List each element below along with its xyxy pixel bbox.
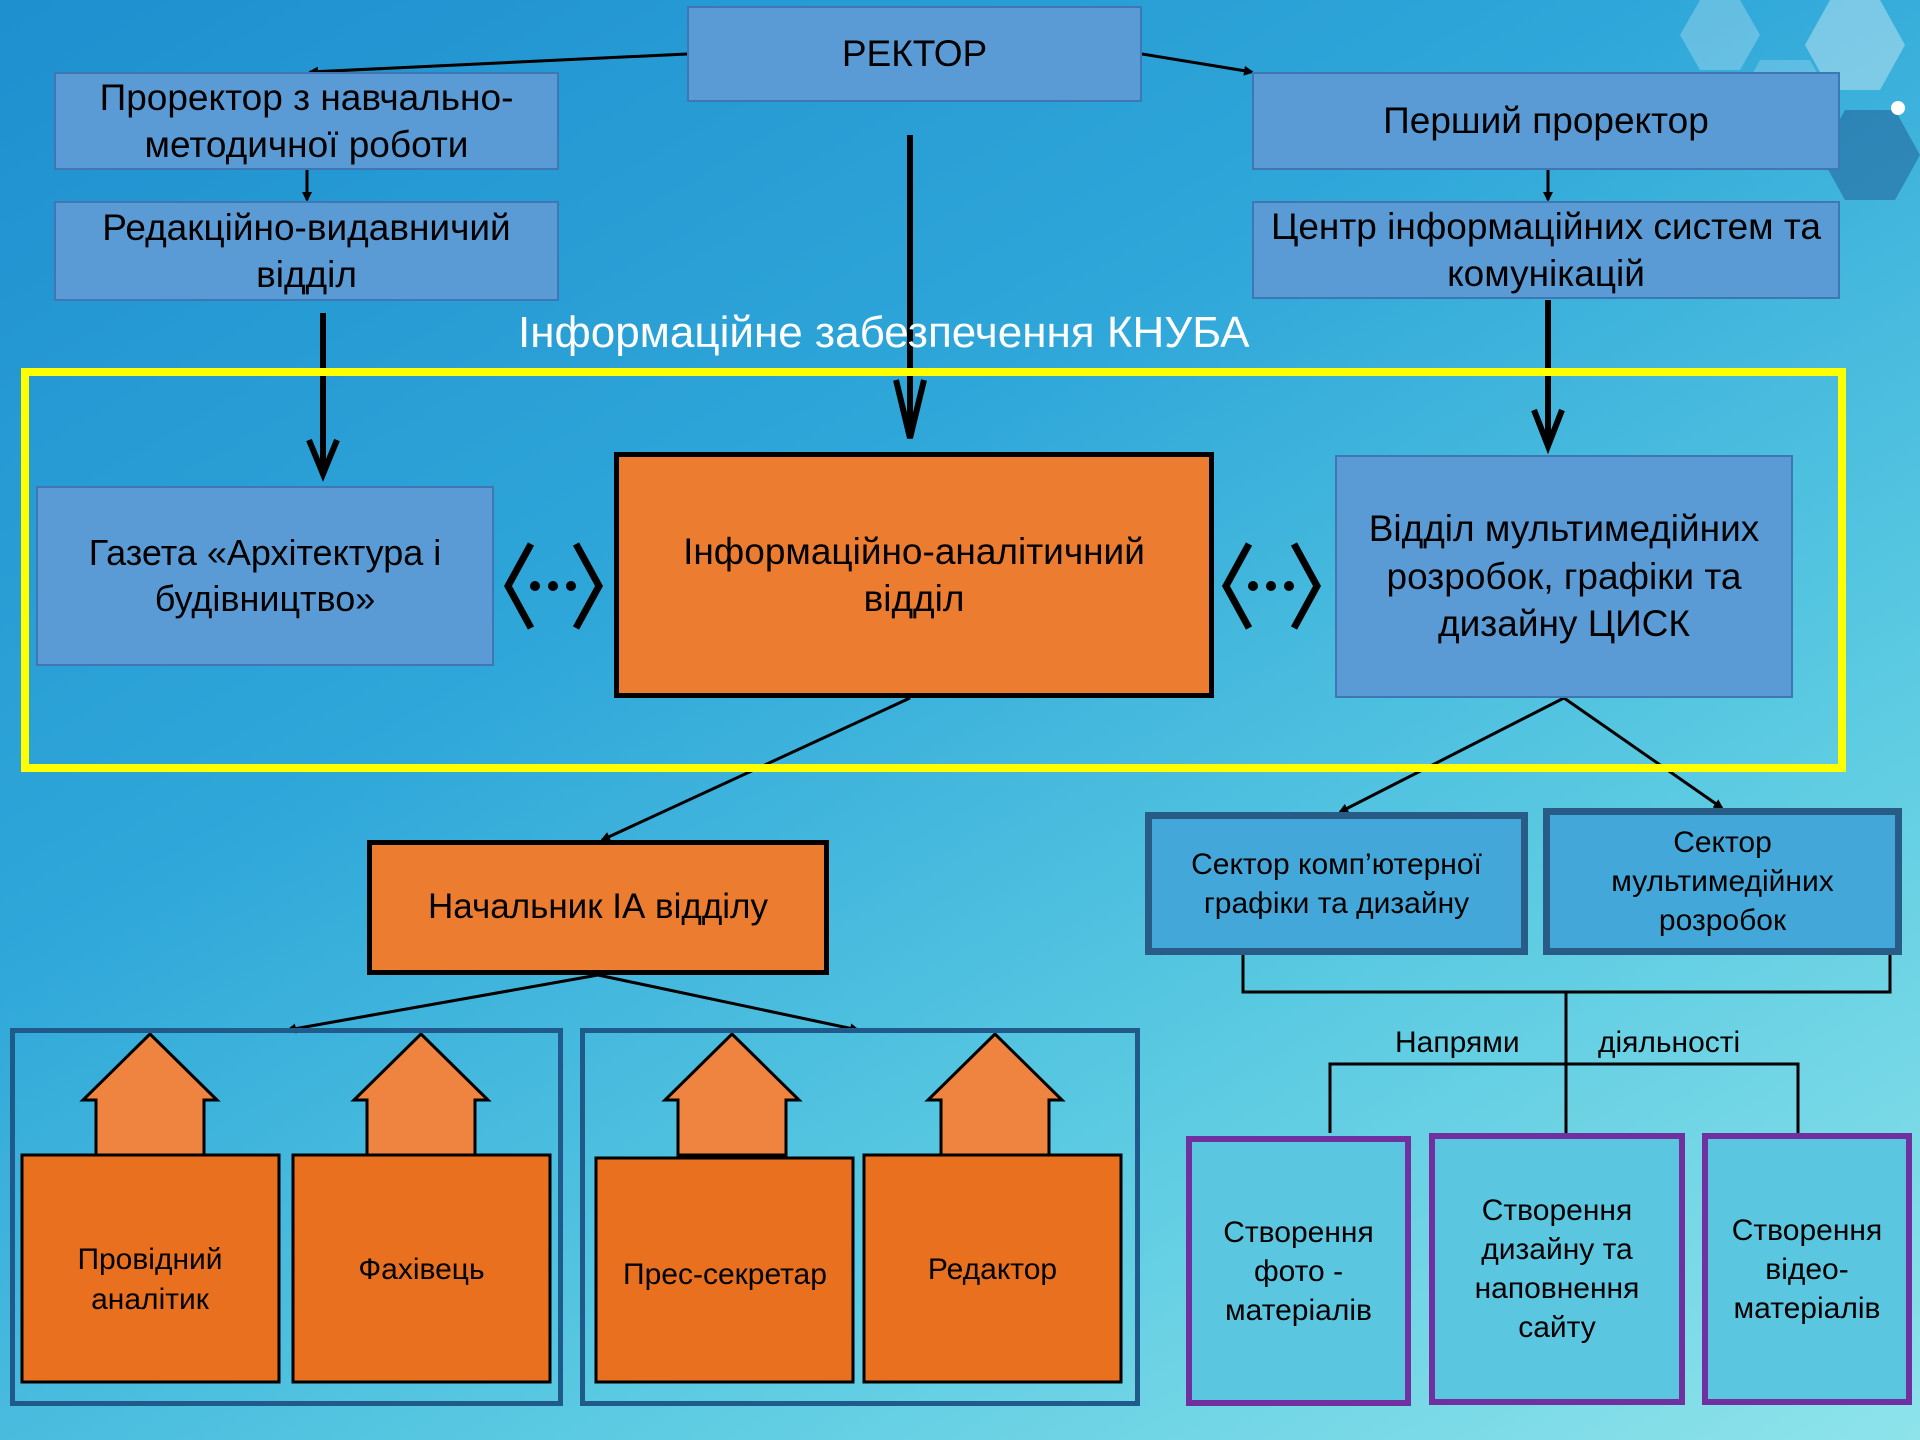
sector-graphics-label: Сектор комп’ютерної графіки та дизайну [1191, 847, 1482, 920]
first-vice-rector-label: Перший проректор [1383, 100, 1709, 142]
role-box-lead-analyst [20, 1153, 281, 1384]
vice-rector-edu-box: Проректор з навчально-методичної роботи [54, 72, 559, 170]
sector-graphics-box: Сектор комп’ютерної графіки та дизайну [1145, 812, 1528, 955]
bidirectional-link-icon-left [504, 542, 603, 630]
role-specialist-label: Фахівець [358, 1253, 485, 1287]
rector-label: РЕКТОР [841, 33, 988, 75]
block-up-arrows [79, 1031, 1066, 1157]
role-group-right [580, 1028, 1140, 1406]
role-lead-analyst-label: Провідний аналітик [77, 1243, 223, 1316]
bidirectional-link-icon-right [1222, 542, 1321, 630]
info-support-frame [21, 368, 1846, 772]
info-systems-center-box: Центр інформаційних систем та комунікаці… [1252, 201, 1840, 299]
multimedia-dept-label: Відділ мультимедійних розробок, графіки … [1368, 508, 1760, 645]
ia-dept-box: Інформаційно-аналітичний відділ [614, 452, 1214, 698]
up-arrow-press-secretary [661, 1031, 803, 1157]
direction-website-label: Створення дизайну та наповнення сайту [1474, 1194, 1640, 1344]
role-box-specialist [291, 1153, 552, 1384]
ia-head-label: Начальник ІА відділу [428, 887, 768, 927]
editorial-dept-label: Редакційно-видавничий відділ [102, 206, 511, 295]
newspaper-box: Газета «Архітектура і будівництво» [36, 486, 494, 666]
directions-label-left: Напрями [1395, 1026, 1520, 1059]
directions-label-right: діяльності [1598, 1026, 1741, 1059]
up-arrow-lead-analyst [79, 1031, 221, 1157]
first-vice-rector-box: Перший проректор [1252, 72, 1840, 170]
role-group-left [10, 1028, 563, 1406]
rector-box: РЕКТОР [687, 6, 1142, 102]
direction-website-box: Створення дизайну та наповнення сайту [1429, 1133, 1685, 1405]
multimedia-dept-box: Відділ мультимедійних розробок, графіки … [1335, 455, 1793, 698]
sector-multimedia-box: Сектор мультимедійних розробок [1543, 808, 1902, 955]
direction-photo-label: Створення фото - матеріалів [1223, 1215, 1374, 1327]
role-editor-label: Редактор [927, 1253, 1058, 1287]
role-press-secretary-label: Прес-секретар [623, 1258, 827, 1292]
role-box-editor [862, 1153, 1123, 1384]
sector-multimedia-label: Сектор мультимедійних розробок [1611, 826, 1834, 937]
ia-head-box: Начальник ІА відділу [367, 840, 829, 975]
ia-dept-label: Інформаційно-аналітичний відділ [683, 530, 1145, 619]
direction-photo-box: Створення фото - матеріалів [1186, 1136, 1411, 1406]
direction-video-box: Створення відео-матеріалів [1702, 1133, 1912, 1405]
diagram-title: Інформаційне забезпечення КНУБА [518, 308, 1250, 357]
role-box-press-secretary [594, 1156, 855, 1384]
vice-rector-edu-label: Проректор з навчально-методичної роботи [99, 76, 514, 165]
info-systems-center-label: Центр інформаційних систем та комунікаці… [1270, 205, 1821, 294]
up-arrow-specialist [350, 1031, 492, 1157]
newspaper-label: Газета «Архітектура і будівництво» [88, 531, 442, 619]
direction-video-label: Створення відео-матеріалів [1731, 1213, 1883, 1325]
editorial-dept-box: Редакційно-видавничий відділ [54, 201, 559, 301]
up-arrow-editor [924, 1031, 1066, 1157]
